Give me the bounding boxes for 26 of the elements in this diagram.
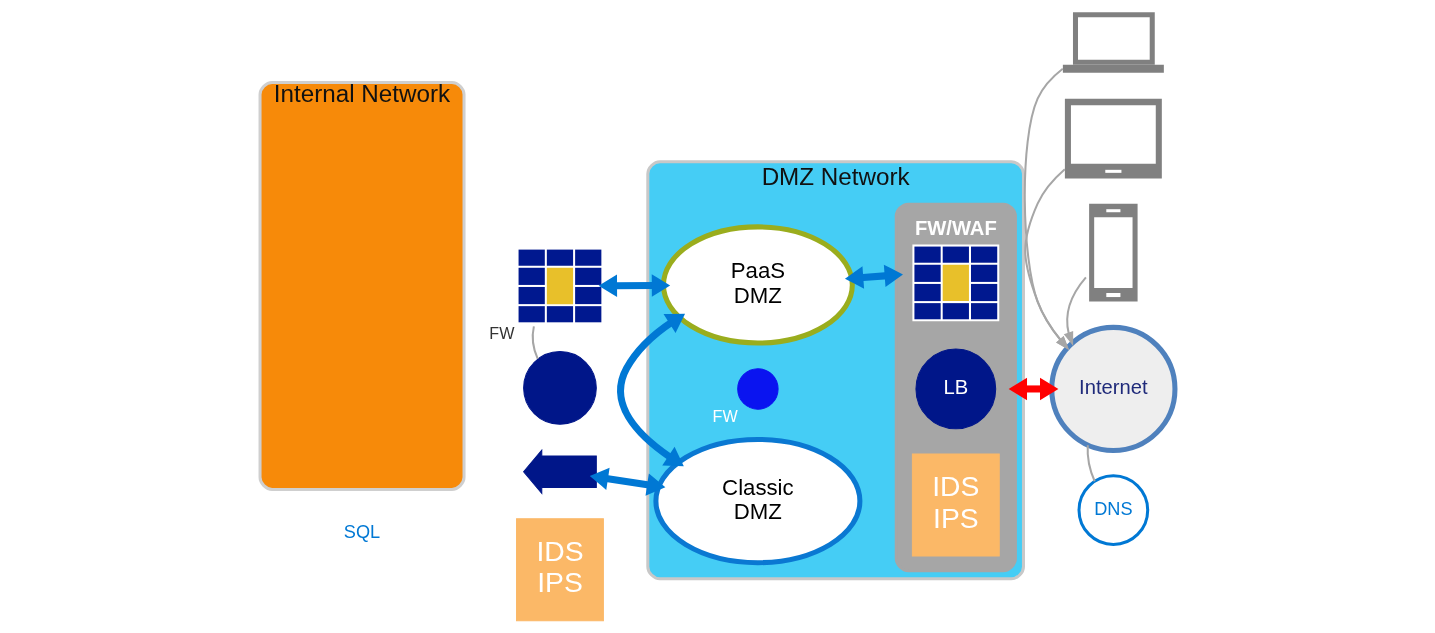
arrow bbox=[1023, 67, 1070, 351]
label: SQL bbox=[343, 521, 381, 542]
node-picture bbox=[1089, 203, 1138, 302]
arrow bbox=[598, 274, 671, 297]
node-box: IDS IPS bbox=[516, 518, 604, 622]
connector bbox=[531, 326, 539, 360]
node-circle: Internet bbox=[1049, 324, 1178, 454]
connector bbox=[1086, 445, 1096, 482]
arrow bbox=[1008, 377, 1059, 401]
node-box: IDS IPS bbox=[911, 453, 1000, 557]
node-label: FW/WAF bbox=[914, 217, 997, 240]
arrow bbox=[617, 313, 686, 467]
node-circle bbox=[737, 368, 779, 410]
node-box: Internal Network bbox=[258, 80, 466, 491]
node-ellipse: Classic DMZ bbox=[653, 436, 863, 566]
node-label: FW bbox=[489, 324, 515, 343]
arrow bbox=[1063, 276, 1087, 347]
arrow bbox=[1024, 168, 1070, 351]
node-circle bbox=[523, 351, 597, 425]
node-picture bbox=[522, 448, 597, 495]
arrow bbox=[589, 467, 666, 496]
node-circle: DNS bbox=[1077, 474, 1150, 546]
arrow bbox=[844, 264, 903, 289]
node-circle: LB bbox=[915, 348, 997, 430]
node-picture bbox=[1064, 98, 1162, 179]
node-label: FW bbox=[712, 407, 738, 426]
